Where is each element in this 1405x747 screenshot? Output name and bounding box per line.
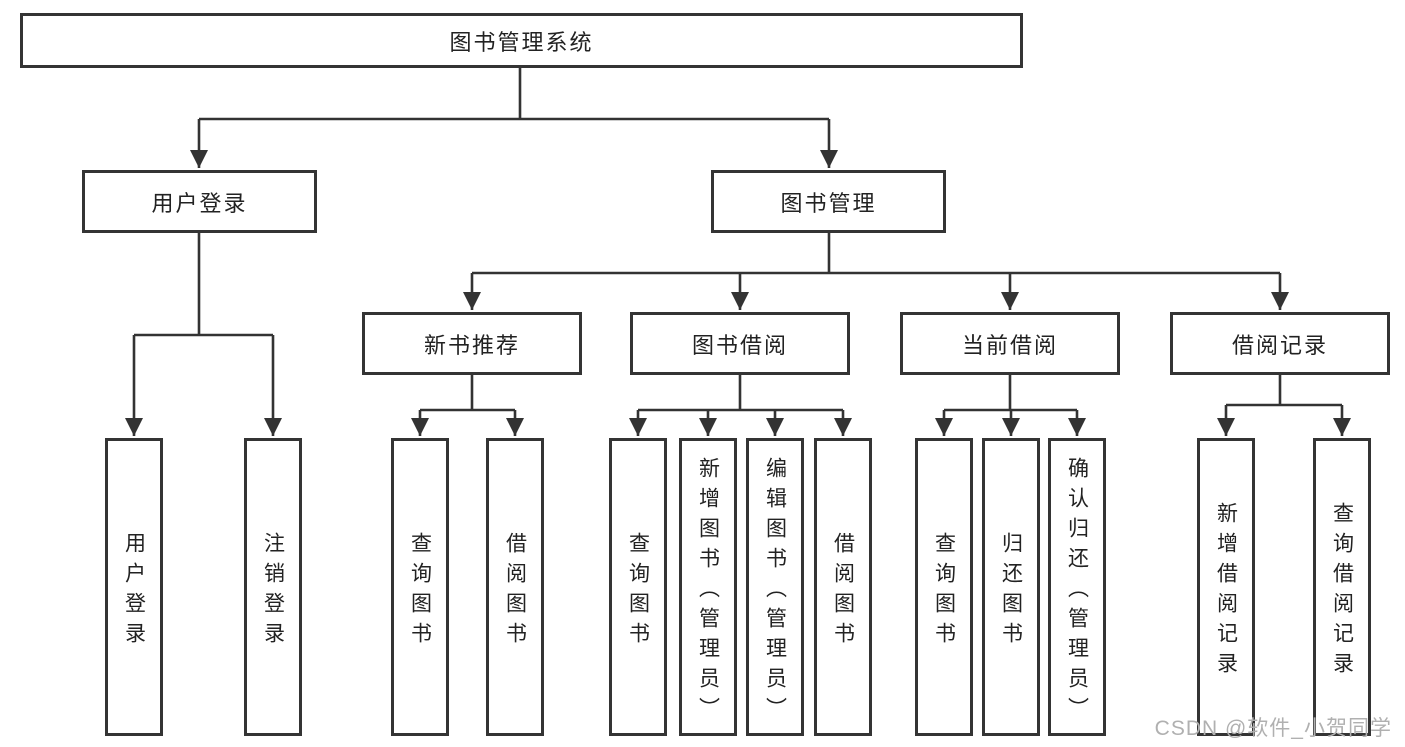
leaf-cb-confirm-return-admin-label: 确认归还（管理员） <box>1065 456 1089 727</box>
node-root: 图书管理系统 <box>20 13 1023 68</box>
node-root-label: 图书管理系统 <box>449 29 594 55</box>
leaf-logout: 注销登录 <box>244 438 302 736</box>
leaf-br-add-record-label: 新增借阅记录 <box>1214 501 1238 682</box>
leaf-nb-query-book: 查询图书 <box>391 438 449 736</box>
node-current-borrow: 当前借阅 <box>900 312 1120 375</box>
node-new-book-recommend: 新书推荐 <box>362 312 582 375</box>
leaf-br-query-record: 查询借阅记录 <box>1313 438 1371 736</box>
node-new-book-recommend-label: 新书推荐 <box>423 332 520 358</box>
edge-book-management-split <box>472 233 1280 275</box>
leaf-bb-add-book-admin-label: 新增图书（管理员） <box>696 456 720 727</box>
leaf-bb-borrow-book: 借阅图书 <box>814 438 872 736</box>
leaf-user-login: 用户登录 <box>105 438 163 736</box>
leaf-nb-borrow-book: 借阅图书 <box>486 438 544 736</box>
node-book-borrow: 图书借阅 <box>630 312 850 375</box>
leaf-nb-borrow-book-label: 借阅图书 <box>503 531 527 652</box>
node-user-login: 用户登录 <box>82 170 317 233</box>
leaf-cb-query-book: 查询图书 <box>915 438 973 736</box>
edge-current-borrow-split <box>944 375 1077 412</box>
node-book-management-label: 图书管理 <box>780 190 877 216</box>
leaf-bb-query-book-label: 查询图书 <box>626 531 650 652</box>
leaf-bb-edit-book-admin: 编辑图书（管理员） <box>746 438 804 736</box>
leaf-cb-return-book-label: 归还图书 <box>999 531 1023 652</box>
edge-new-book-split <box>420 375 515 412</box>
leaf-logout-label: 注销登录 <box>261 531 285 652</box>
edge-borrow-record-split <box>1226 375 1342 407</box>
leaf-cb-return-book: 归还图书 <box>982 438 1040 736</box>
leaf-cb-confirm-return-admin: 确认归还（管理员） <box>1048 438 1106 736</box>
leaf-cb-query-book-label: 查询图书 <box>932 531 956 652</box>
node-user-login-label: 用户登录 <box>151 190 248 216</box>
node-book-management: 图书管理 <box>711 170 946 233</box>
leaf-bb-query-book: 查询图书 <box>609 438 667 736</box>
leaf-br-add-record: 新增借阅记录 <box>1197 438 1255 736</box>
node-current-borrow-label: 当前借阅 <box>961 332 1058 358</box>
leaf-user-login-label: 用户登录 <box>122 531 146 652</box>
edge-book-borrow-split <box>638 375 843 412</box>
leaf-nb-query-book-label: 查询图书 <box>408 531 432 652</box>
edge-user-login-split <box>134 233 273 337</box>
leaf-bb-add-book-admin: 新增图书（管理员） <box>679 438 737 736</box>
leaf-br-query-record-label: 查询借阅记录 <box>1330 501 1354 682</box>
csdn-watermark: CSDN @软件_小贺同学 <box>1154 717 1392 740</box>
node-book-borrow-label: 图书借阅 <box>691 332 788 358</box>
leaf-bb-edit-book-admin-label: 编辑图书（管理员） <box>763 456 787 727</box>
node-borrow-record-label: 借阅记录 <box>1231 332 1328 358</box>
node-borrow-record: 借阅记录 <box>1170 312 1390 375</box>
leaf-bb-borrow-book-label: 借阅图书 <box>831 531 855 652</box>
edge-root-split <box>199 68 829 121</box>
